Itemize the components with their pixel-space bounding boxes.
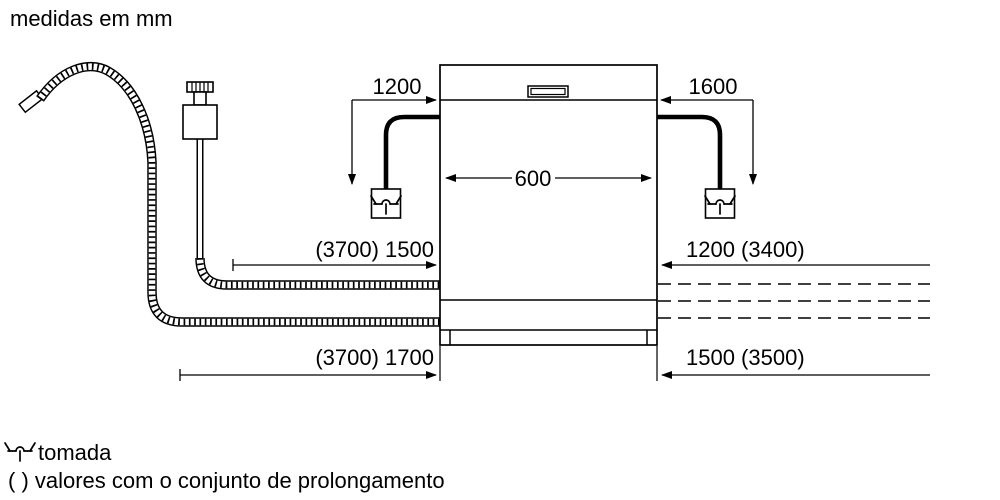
dim-hose-top-right-label: 1200 (3400) <box>686 237 805 262</box>
power-cable-left <box>383 114 447 191</box>
socket-left <box>370 188 402 219</box>
appliance-outline <box>439 64 658 346</box>
display-panel <box>527 85 569 98</box>
dim-hose-top-left-label: (3700) 1500 <box>315 237 434 262</box>
socket-icon <box>4 442 36 462</box>
socket-right <box>704 188 736 219</box>
legend-note: ( ) valores com o conjunto de prolongame… <box>8 468 445 493</box>
legend-socket-label: tomada <box>38 440 112 465</box>
dim-power-right-label: 1600 <box>689 74 738 99</box>
supply-hose <box>182 81 444 290</box>
dim-hose-bottom-right-label: 1500 (3500) <box>686 345 805 370</box>
aquastop-box <box>182 81 218 140</box>
dimension-lines <box>179 96 930 381</box>
power-cable-right <box>651 114 723 191</box>
legend: tomada ( ) valores com o conjunto de pro… <box>4 440 445 493</box>
dim-power-left-label: 1200 <box>373 74 422 99</box>
dim-width-label: 600 <box>515 166 552 191</box>
dim-hose-bottom-left-label: (3700) 1700 <box>315 345 434 370</box>
extension-dashed-lines <box>658 283 930 319</box>
drain-hose <box>18 61 444 327</box>
title-text: medidas em mm <box>10 6 173 31</box>
